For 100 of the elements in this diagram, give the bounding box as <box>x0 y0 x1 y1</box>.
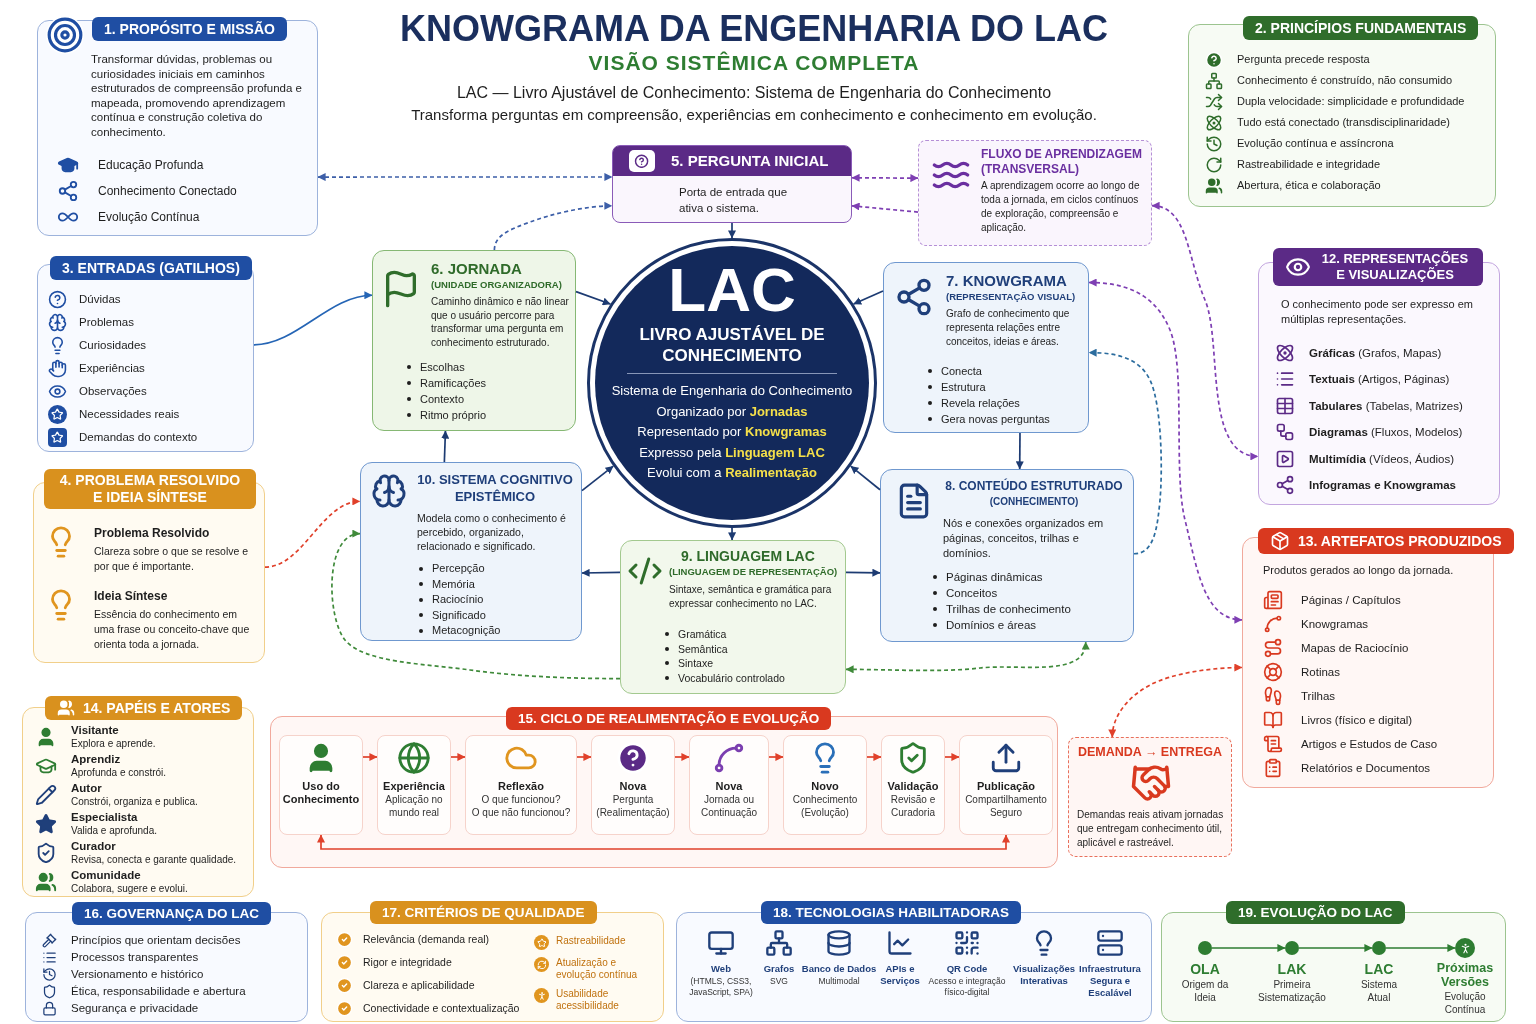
arrow <box>849 465 881 491</box>
description-text: Produtos gerados ao longo da jornada. <box>1263 563 1455 578</box>
dashed-arrow <box>1108 663 1243 738</box>
arrow <box>575 290 612 306</box>
step-title: Publicação <box>976 780 1036 793</box>
list-item: Observações <box>79 384 147 399</box>
section-title: 4. PROBLEMA RESOLVIDO E IDEIA SÍNTESE <box>58 472 242 506</box>
circle-subtitle: LIVRO AJUSTÁVEL DE CONHECIMENTO <box>638 324 826 366</box>
tech-name: Banco de Dados <box>801 963 877 975</box>
diagram-title: KNOWGRAMA DA ENGENHARIA DO LAC <box>400 8 1108 50</box>
description-text: Sintaxe, semântica e gramática para expressar conhecimento no LAC. <box>669 583 833 610</box>
list-item: Conectividade e contextualização <box>363 1001 520 1015</box>
section-card <box>37 20 318 236</box>
section-title: 14. PAPÉIS E ATORES <box>83 699 231 717</box>
bullet-item: Significado <box>432 607 486 623</box>
step-description: Revisão e Curadoria <box>889 793 937 819</box>
step-card <box>783 735 867 835</box>
dashed-arrow <box>264 498 361 568</box>
section-title: 17. CRITÉRIOS DE QUALIDADE <box>382 904 585 921</box>
list-item: Textuais (Artigos, Páginas) <box>1309 372 1450 387</box>
list-item: Processos transparentes <box>71 949 199 965</box>
concept-card <box>883 262 1089 433</box>
bullet-item: Páginas dinâmicas <box>946 570 1043 585</box>
item-title: Visitante <box>71 723 120 737</box>
list-item: Rastreabilidade e integridade <box>1237 157 1381 172</box>
subtitle-text: VISÃO SISTÊMICA COMPLETA <box>588 50 920 76</box>
list-item: Relatórios e Documentos <box>1301 761 1431 776</box>
dashed-arrow <box>1088 348 1163 555</box>
list-item: Páginas / Capítulos <box>1301 593 1401 608</box>
item-description: Aprofunda e constrói. <box>71 766 168 779</box>
list-item: Diagramas (Fluxos, Modelos) <box>1309 425 1463 440</box>
list-item: Knowgramas <box>1301 617 1369 632</box>
item-description: Clareza sobre o que se resolve e por que é importante. <box>94 544 250 574</box>
bullet-item: Semântica <box>678 641 728 656</box>
arrow <box>728 527 737 541</box>
section-title: 1. PROPÓSITO E MISSÃO <box>104 20 275 38</box>
dashed-arrow <box>1151 202 1259 459</box>
bullet-item: Ritmo próprio <box>420 408 487 423</box>
milestone-name: LAK <box>1277 961 1307 977</box>
list-item: Conhecimento Conectado <box>98 183 237 199</box>
arrow <box>581 568 621 577</box>
list-item: Tudo está conectado (transdisciplinaridade) <box>1237 115 1450 130</box>
bullet-item: Trilhas de conhecimento <box>946 602 1071 617</box>
step-card <box>279 735 363 835</box>
item-title: Autor <box>71 781 103 795</box>
list-item: Rastreabilidade <box>556 935 627 947</box>
description-text: Modela como o conhecimento é percebido, organizado, relacionado e significado. <box>417 511 567 553</box>
bullet-item: Gera novas perguntas <box>941 412 1050 427</box>
bullet-item: Gramática <box>678 627 727 642</box>
circle-text: Representado por Knowgramas <box>637 423 827 441</box>
item-description: Essência do conhecimento em uma frase ou conceito-chave que orienta toda a jornada. <box>94 607 251 652</box>
card-title: 7. KNOWGRAMA <box>946 271 1068 290</box>
arrow <box>1298 944 1373 952</box>
list-item: Tabulares (Tabelas, Matrizes) <box>1309 398 1463 414</box>
note-card <box>918 140 1152 246</box>
arrow <box>450 753 466 761</box>
item-title: Problema Resolvido <box>94 525 211 541</box>
step-description: O que não funcionou? <box>471 806 571 819</box>
tech-name: Infraestrutura Segura e Escalável <box>1078 963 1142 999</box>
section-title: 12. REPRESENTAÇÕES E VISUALIZAÇÕES <box>1320 251 1470 283</box>
list-item: Multimídia (Vídeos, Áudios) <box>1309 451 1455 467</box>
step-title: Uso do Conhecimento <box>281 780 361 806</box>
card-title: 10. SISTEMA COGNITIVO EPISTÊMICO <box>416 471 574 505</box>
step-title: Nova <box>715 780 743 793</box>
bullet-item: Revela relações <box>941 396 1020 411</box>
list-item: Infogramas e Knowgramas <box>1309 478 1456 493</box>
milestone-name: Próximas Versões <box>1435 961 1495 989</box>
section-title: 19. EVOLUÇÃO DO LAC <box>1238 904 1393 921</box>
list-item: Mapas de Raciocínio <box>1301 641 1409 656</box>
list-item: Dúvidas <box>79 292 121 307</box>
list-item: Pergunta precede resposta <box>1237 52 1370 67</box>
bullet-item: Domínios e áreas <box>946 618 1037 633</box>
arrow <box>576 753 592 761</box>
item-description: Revisa, conecta e garante qualidade. <box>71 853 238 866</box>
bullet-item: Estrutura <box>941 380 986 395</box>
concept-card <box>372 250 576 431</box>
bullet-item: Memória <box>432 576 475 592</box>
list-item: Ética, responsabilidade e abertura <box>71 983 246 999</box>
dashed-arrow <box>851 202 919 213</box>
step-card <box>591 735 675 835</box>
description-text: Transformar dúvidas, problemas ou curiosidades iniciais em caminhos estruturados de compreensão profunda e mapeada, promovendo aprendizagem contínua e construção coletiva do conhecimento. <box>91 52 303 139</box>
card-subtitle: (LINGUAGEM DE REPRESENTAÇÃO) <box>669 565 839 579</box>
item-description: Colabora, sugere e evolui. <box>71 882 189 895</box>
section-title: 13. ARTEFATOS PRODUZIDOS <box>1298 532 1502 550</box>
arrow <box>1211 944 1286 952</box>
card-subtitle: (UNIDADE ORGANIZADORA) <box>431 278 563 292</box>
milestone-description: Primeira Sistematização <box>1257 979 1327 1004</box>
step-card <box>465 735 577 835</box>
arrow <box>362 753 378 761</box>
list-item: Livros (físico e digital) <box>1301 713 1413 728</box>
list-item: Evolução contínua e assíncrona <box>1237 136 1394 151</box>
list-item: Atualização e evolução contínua <box>556 957 639 981</box>
list-item: Clareza e aplicabilidade <box>363 978 475 992</box>
card-title: 8. CONTEÚDO ESTRUTURADO <box>944 478 1124 495</box>
bullet-item: Escolhas <box>420 360 465 375</box>
section-title: 18. TECNOLOGIAS HABILITADORAS <box>773 904 1009 921</box>
circle-text: Evolui com a Realimentação <box>647 464 817 482</box>
list-item: Rotinas <box>1301 665 1340 680</box>
arrow <box>866 753 882 761</box>
card-subtitle: (CONHECIMENTO) <box>988 495 1080 509</box>
